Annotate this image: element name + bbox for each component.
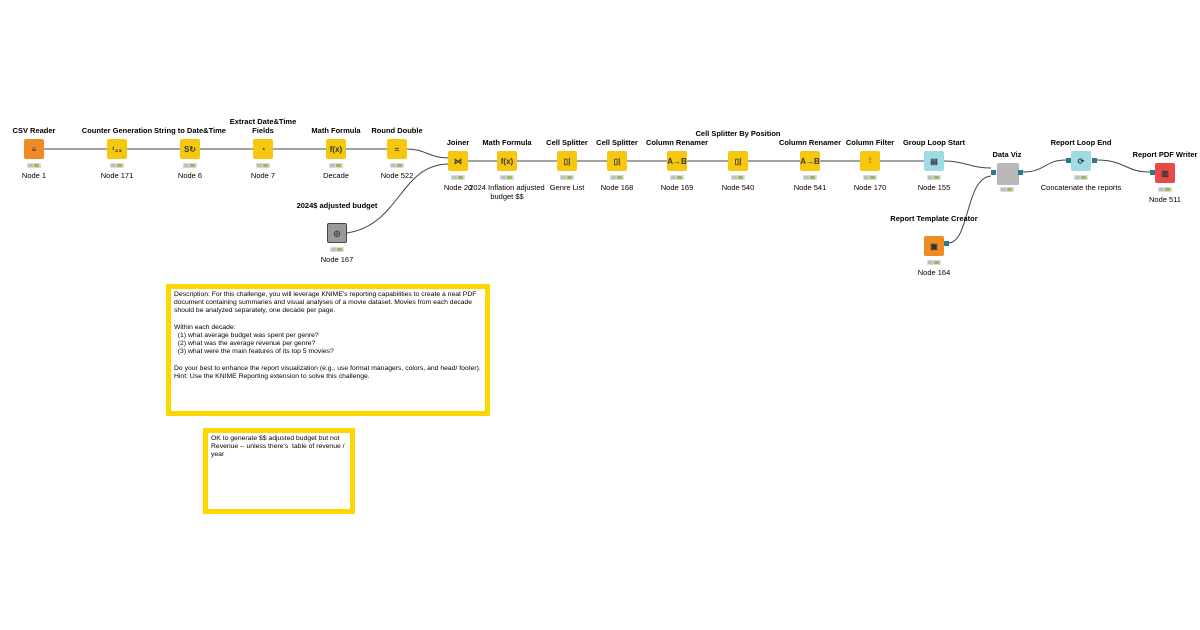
node-icon[interactable]: ▯| <box>557 151 577 171</box>
connection-wire[interactable] <box>406 148 449 159</box>
node-icon[interactable]: ▥ <box>1155 163 1175 183</box>
node-label[interactable]: Node 541 <box>793 183 827 192</box>
port-icon[interactable] <box>944 241 949 246</box>
node-icon[interactable]: ▣ <box>924 236 944 256</box>
connection-wire[interactable] <box>346 163 449 234</box>
node-status-indicator <box>1158 187 1172 192</box>
node-status-indicator <box>110 163 124 168</box>
node-status-indicator <box>803 175 817 180</box>
connection-wire[interactable] <box>943 160 992 169</box>
node-label[interactable]: Node 164 <box>917 268 951 277</box>
annotation-description[interactable]: Description: For this challenge, you wil… <box>166 284 490 416</box>
node-status-indicator <box>1074 175 1088 180</box>
node-label[interactable]: Concatenate the reports <box>1040 183 1122 192</box>
node-status-indicator <box>927 175 941 180</box>
node-icon[interactable]: ▯| <box>728 151 748 171</box>
node-title: CSV Reader <box>12 126 56 135</box>
connection-wire[interactable] <box>947 175 992 244</box>
node-label[interactable]: Decade <box>323 171 349 180</box>
node-status-indicator <box>863 175 877 180</box>
node-status-indicator <box>731 175 745 180</box>
node-icon[interactable]: ⫶ <box>860 151 880 171</box>
node-status-indicator <box>670 175 684 180</box>
node-status-indicator <box>27 163 41 168</box>
port-icon[interactable] <box>1066 158 1071 163</box>
node-title: Cell Splitter <box>596 138 638 147</box>
node-title: Cell Splitter By Position <box>695 129 781 138</box>
node-title: String to Date&Time <box>154 126 226 135</box>
node-label[interactable]: Node 171 <box>100 171 134 180</box>
node-title: Group Loop Start <box>902 138 966 147</box>
node-title: Report Loop End <box>1050 138 1112 147</box>
node-icon[interactable]: ⟳ <box>1071 151 1091 171</box>
node-title: Math Formula <box>311 126 361 135</box>
node-icon[interactable]: ¹₂₃ <box>107 139 127 159</box>
port-icon[interactable] <box>1092 158 1097 163</box>
node-title: Math Formula <box>482 138 532 147</box>
node-title: Extract Date&Time Fields <box>229 117 297 135</box>
node-label[interactable]: Node 155 <box>917 183 951 192</box>
port-icon[interactable] <box>1150 170 1155 175</box>
node-icon[interactable]: f(x) <box>497 151 517 171</box>
node-label[interactable]: Node 6 <box>177 171 203 180</box>
node-status-indicator <box>610 175 624 180</box>
node-title: Counter Generation <box>81 126 153 135</box>
node-label[interactable]: Node 168 <box>600 183 634 192</box>
node-label[interactable]: Node 170 <box>853 183 887 192</box>
node-label[interactable]: Node 540 <box>721 183 755 192</box>
node-status-indicator <box>330 247 344 252</box>
node-label[interactable]: 2024 Inflation adjusted budget $$ <box>469 183 545 201</box>
node-label[interactable]: Node 1 <box>21 171 47 180</box>
node-icon[interactable]: A→B <box>800 151 820 171</box>
node-title: Round Double <box>371 126 423 135</box>
node-title: Column Renamer <box>778 138 842 147</box>
node-status-indicator <box>451 175 465 180</box>
node-icon[interactable] <box>997 163 1019 185</box>
node-title: Cell Splitter <box>546 138 588 147</box>
node-label[interactable]: Node 511 <box>1149 195 1181 204</box>
node-icon[interactable]: ⋈ <box>448 151 468 171</box>
node-icon[interactable]: f(x) <box>326 139 346 159</box>
node-title: Column Renamer <box>645 138 709 147</box>
node-icon[interactable]: ▯| <box>607 151 627 171</box>
node-status-indicator <box>1000 187 1014 192</box>
node-title: 2024$ adjusted budget <box>296 201 378 210</box>
connection-wire[interactable] <box>1096 159 1151 173</box>
node-status-indicator <box>329 163 343 168</box>
port-icon[interactable] <box>1018 170 1023 175</box>
node-label[interactable]: Node 167 <box>320 255 354 264</box>
node-status-indicator <box>927 260 941 265</box>
node-title: Joiner <box>446 138 470 147</box>
node-icon[interactable]: ▤ <box>924 151 944 171</box>
node-title: Report Template Creator <box>890 214 978 223</box>
connection-wire[interactable] <box>1022 159 1067 173</box>
node-icon[interactable]: ◎ <box>327 223 347 243</box>
node-title: Column Filter <box>845 138 895 147</box>
node-status-indicator <box>256 163 270 168</box>
node-status-indicator <box>390 163 404 168</box>
node-title: Data Viz <box>992 150 1022 159</box>
node-icon[interactable]: ◔ <box>253 139 273 159</box>
node-status-indicator <box>560 175 574 180</box>
annotation-note[interactable]: OK to generate $$ adjusted budget but no… <box>203 428 355 514</box>
port-icon[interactable] <box>991 170 996 175</box>
node-status-indicator <box>500 175 514 180</box>
node-icon[interactable]: S↻ <box>180 139 200 159</box>
node-label[interactable]: Node 169 <box>660 183 694 192</box>
node-status-indicator <box>183 163 197 168</box>
node-label[interactable]: Node 522 <box>380 171 414 180</box>
node-icon[interactable]: ≈ <box>387 139 407 159</box>
node-title: Report PDF Writer <box>1132 150 1198 159</box>
node-label[interactable]: Node 7 <box>250 171 276 180</box>
node-label[interactable]: Genre List <box>549 183 585 192</box>
node-icon[interactable]: A→B <box>667 151 687 171</box>
node-label[interactable]: Node 20 <box>443 183 473 192</box>
node-icon[interactable]: ≡ <box>24 139 44 159</box>
